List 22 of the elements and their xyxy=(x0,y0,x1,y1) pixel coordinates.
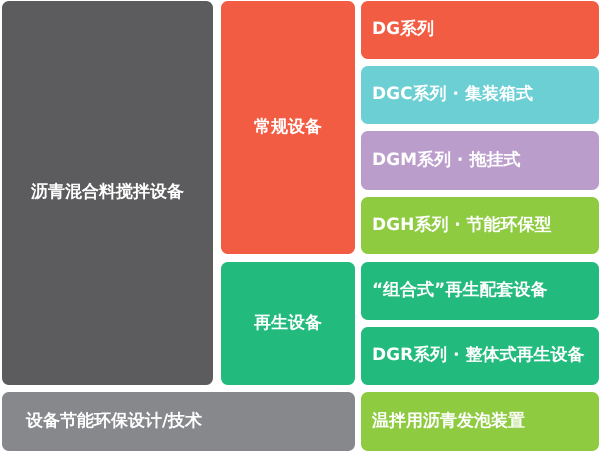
tile-label: 温拌用沥青发泡装置 xyxy=(372,410,525,432)
series-tile xyxy=(361,197,599,254)
series-tile xyxy=(361,327,599,385)
series-tile xyxy=(361,392,599,451)
category-panel xyxy=(2,1,213,385)
tile-label: DGH系列 · 节能环保型 xyxy=(372,214,552,236)
tile-label: “组合式”再生配套设备 xyxy=(372,280,548,302)
tile-label: DGM系列 · 拖挂式 xyxy=(372,150,520,172)
tile-label: 沥青混合料搅拌设备 xyxy=(31,182,184,204)
tile-label: 再生设备 xyxy=(254,312,322,334)
series-tile xyxy=(361,1,599,59)
series-tile xyxy=(361,131,599,190)
tile-label: 设备节能环保设计/技术 xyxy=(26,410,202,432)
category-panel xyxy=(221,1,355,254)
category-panel xyxy=(221,262,355,385)
series-tile xyxy=(361,262,599,320)
tile-label: 常规设备 xyxy=(254,116,322,138)
tile-label: DG系列 xyxy=(372,19,434,41)
series-tile xyxy=(361,66,599,124)
tile-label: DGR系列 · 整体式再生设备 xyxy=(372,345,584,367)
tile-label: DGC系列 · 集装箱式 xyxy=(372,84,533,106)
technology-bar xyxy=(2,392,355,451)
